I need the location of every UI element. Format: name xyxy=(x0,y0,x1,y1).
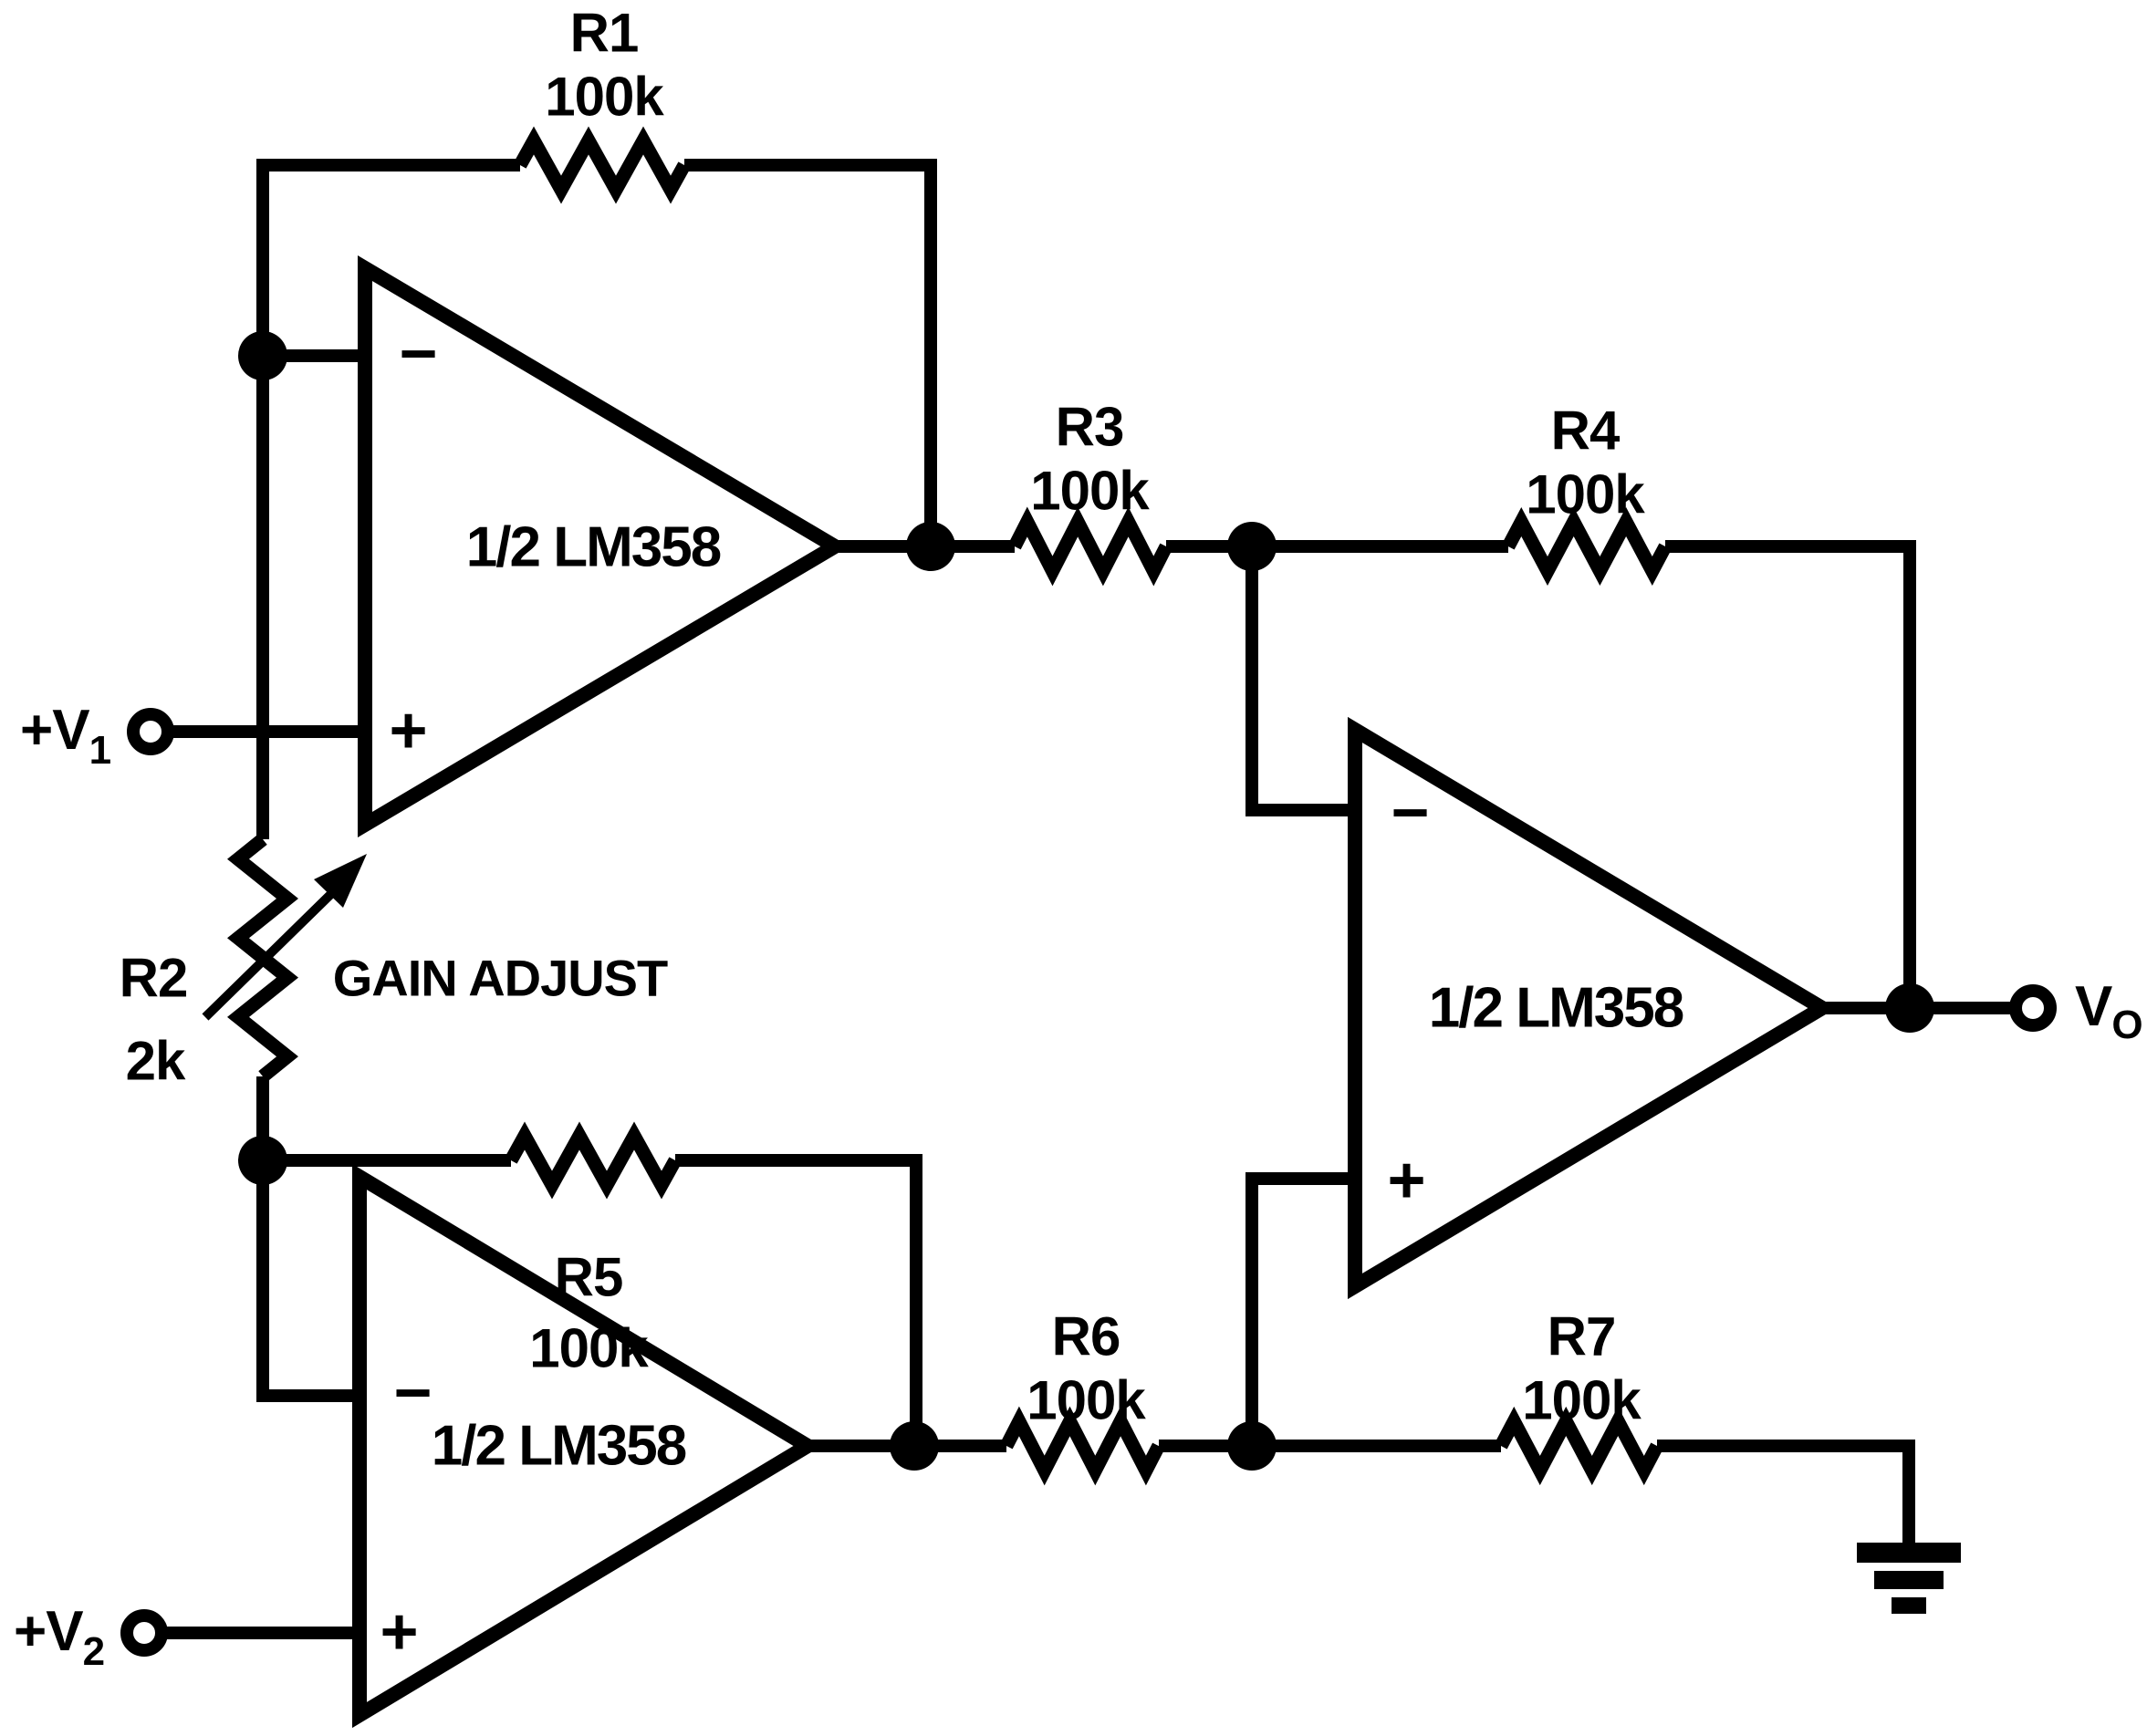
label-r6-designator: R6 xyxy=(1052,1306,1120,1367)
label-r7-value: 100k xyxy=(1522,1370,1642,1431)
wire-a3-inverting xyxy=(1245,546,1355,816)
a2-minus-icon: − xyxy=(393,1357,431,1429)
opamp-bodies xyxy=(352,255,1837,1729)
resistor-R1-symbol xyxy=(514,126,691,204)
label-v1-sub: 1 xyxy=(89,728,111,773)
label-r2-value: 2k xyxy=(126,1031,186,1092)
terminal-vo-circle xyxy=(2009,984,2057,1032)
opamp-A3-body xyxy=(1348,716,1837,1300)
label-r1-designator: R1 xyxy=(570,3,639,64)
opamp-A1-body xyxy=(358,255,849,838)
label-r7-designator: R7 xyxy=(1548,1306,1616,1367)
labels: R1 100k R2 2k GAIN ADJUST R3 100k R4 100… xyxy=(14,3,2143,1674)
label-r5-designator: R5 xyxy=(555,1247,623,1308)
wire-a2-inverting xyxy=(256,1160,360,1402)
junction-dot-a1-output xyxy=(906,522,955,571)
label-r4-value: 100k xyxy=(1526,464,1645,525)
label-opamp-a3: 1/2 LM358 xyxy=(1429,977,1683,1040)
label-r2-designator: R2 xyxy=(120,948,188,1009)
label-vo-sub: O xyxy=(2111,1003,2142,1047)
label-r3-value: 100k xyxy=(1030,461,1150,522)
label-opamp-a2: 1/2 LM358 xyxy=(432,1415,686,1478)
terminals xyxy=(120,708,2057,1657)
ground-icon xyxy=(1857,1543,1961,1614)
label-r5-value: 100k xyxy=(529,1318,649,1379)
potentiometer-arrow-icon xyxy=(202,854,367,1021)
wire-r1-right-drop xyxy=(684,159,937,546)
label-gain-adjust: GAIN ADJUST xyxy=(333,950,668,1007)
a2-plus-icon: + xyxy=(380,1596,417,1668)
terminal-v1-circle xyxy=(127,708,174,755)
junction-dot-a3-output xyxy=(1885,983,1934,1033)
a3-plus-icon: + xyxy=(1387,1144,1424,1217)
junction-dots xyxy=(238,331,1934,1471)
junction-dot-a2-output xyxy=(890,1421,939,1471)
label-r1-value: 100k xyxy=(545,67,664,128)
a1-plus-icon: + xyxy=(389,694,426,767)
resistor-symbols xyxy=(202,126,1672,1486)
label-r3-designator: R3 xyxy=(1056,397,1124,458)
potentiometer-arrowhead xyxy=(314,854,367,908)
label-v2-input: +V2 xyxy=(14,1600,104,1674)
label-vo-main: V xyxy=(2075,975,2112,1038)
wire-r4-drop-to-output xyxy=(1665,540,1916,1008)
resistor-R4-symbol xyxy=(1502,506,1672,587)
label-v1-input: +V1 xyxy=(20,699,111,773)
junction-dot-r3-r4 xyxy=(1227,522,1277,571)
wire-r7-to-ground xyxy=(1657,1440,1915,1553)
resistor-R6-symbol xyxy=(1000,1406,1165,1486)
wire-r5-right-drop xyxy=(675,1154,922,1446)
label-v2-sub: 2 xyxy=(83,1629,104,1674)
label-r4-designator: R4 xyxy=(1551,400,1621,462)
terminal-v2-circle xyxy=(120,1609,168,1657)
a3-minus-icon: − xyxy=(1391,776,1428,849)
resistor-R7-symbol xyxy=(1495,1406,1663,1486)
potentiometer-arrow-shaft xyxy=(202,882,343,1021)
resistor-R5-symbol xyxy=(505,1121,682,1200)
junction-dot-a1-inverting xyxy=(238,331,287,380)
wire-a3-noninverting xyxy=(1245,1172,1355,1446)
opamp-A2-body xyxy=(352,1163,822,1729)
label-v2-main: +V xyxy=(14,1600,83,1663)
label-v1-main: +V xyxy=(20,699,89,762)
a1-minus-icon: − xyxy=(399,317,436,390)
resistor-R3-symbol xyxy=(1008,506,1173,587)
junction-dot-r2-r5 xyxy=(238,1136,287,1185)
label-r6-value: 100k xyxy=(1027,1370,1146,1431)
label-vo-output: VO xyxy=(2075,975,2142,1047)
label-opamp-a1: 1/2 LM358 xyxy=(466,516,721,579)
junction-dot-r6-r7 xyxy=(1227,1421,1277,1471)
wires xyxy=(162,159,2016,1639)
